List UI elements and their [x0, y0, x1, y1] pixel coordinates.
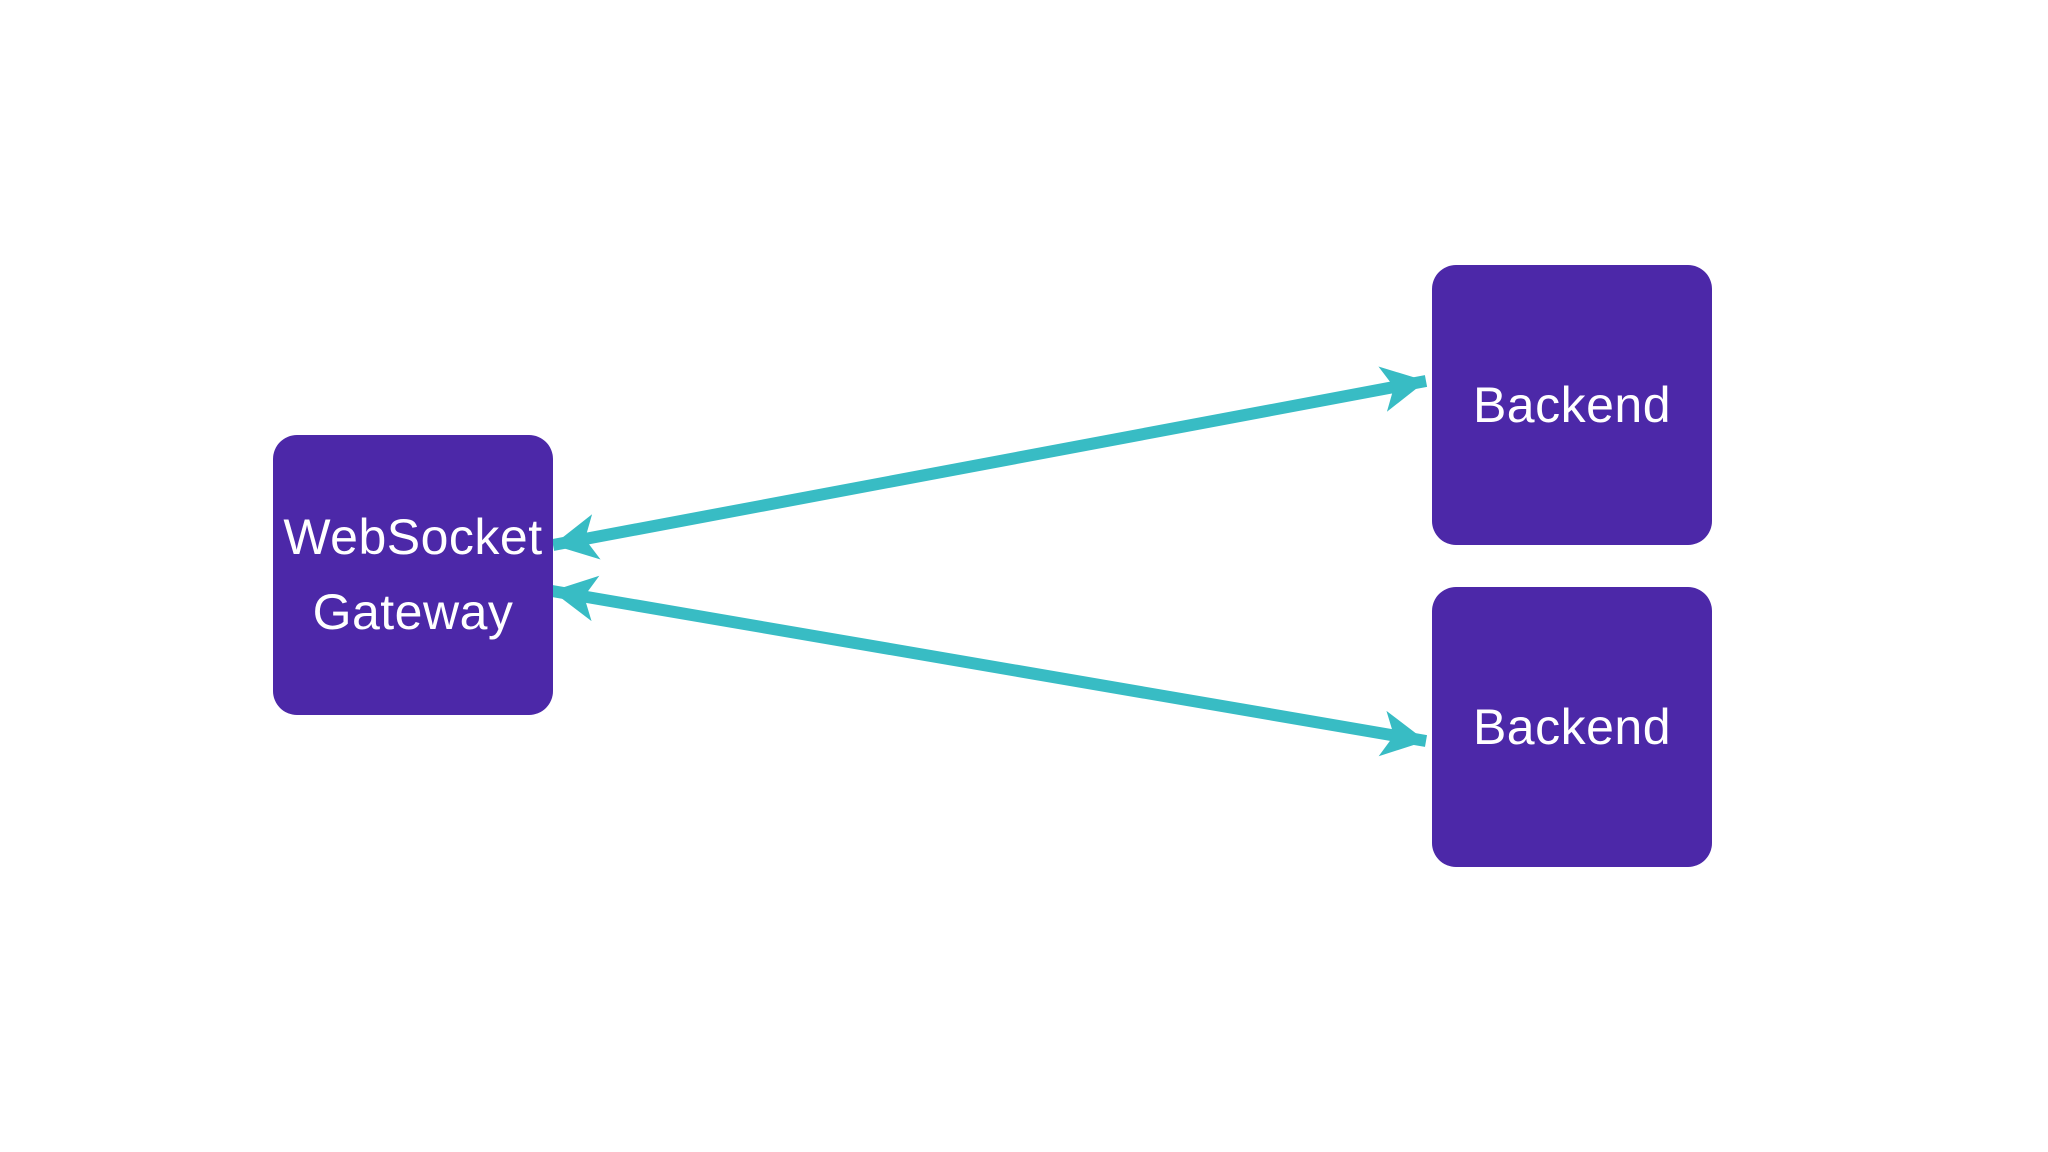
node-websocket-gateway-label: WebSocket Gateway	[283, 509, 543, 640]
node-backend-2: Backend	[1432, 587, 1712, 867]
node-websocket-gateway: WebSocket Gateway	[273, 435, 553, 715]
edge-gateway-backend-2	[550, 575, 1428, 757]
node-backend-1: Backend	[1432, 265, 1712, 545]
node-backend-2-label: Backend	[1472, 698, 1672, 755]
node-backend-1-label: Backend	[1472, 376, 1672, 433]
edge-gateway-backend-1	[551, 366, 1428, 560]
